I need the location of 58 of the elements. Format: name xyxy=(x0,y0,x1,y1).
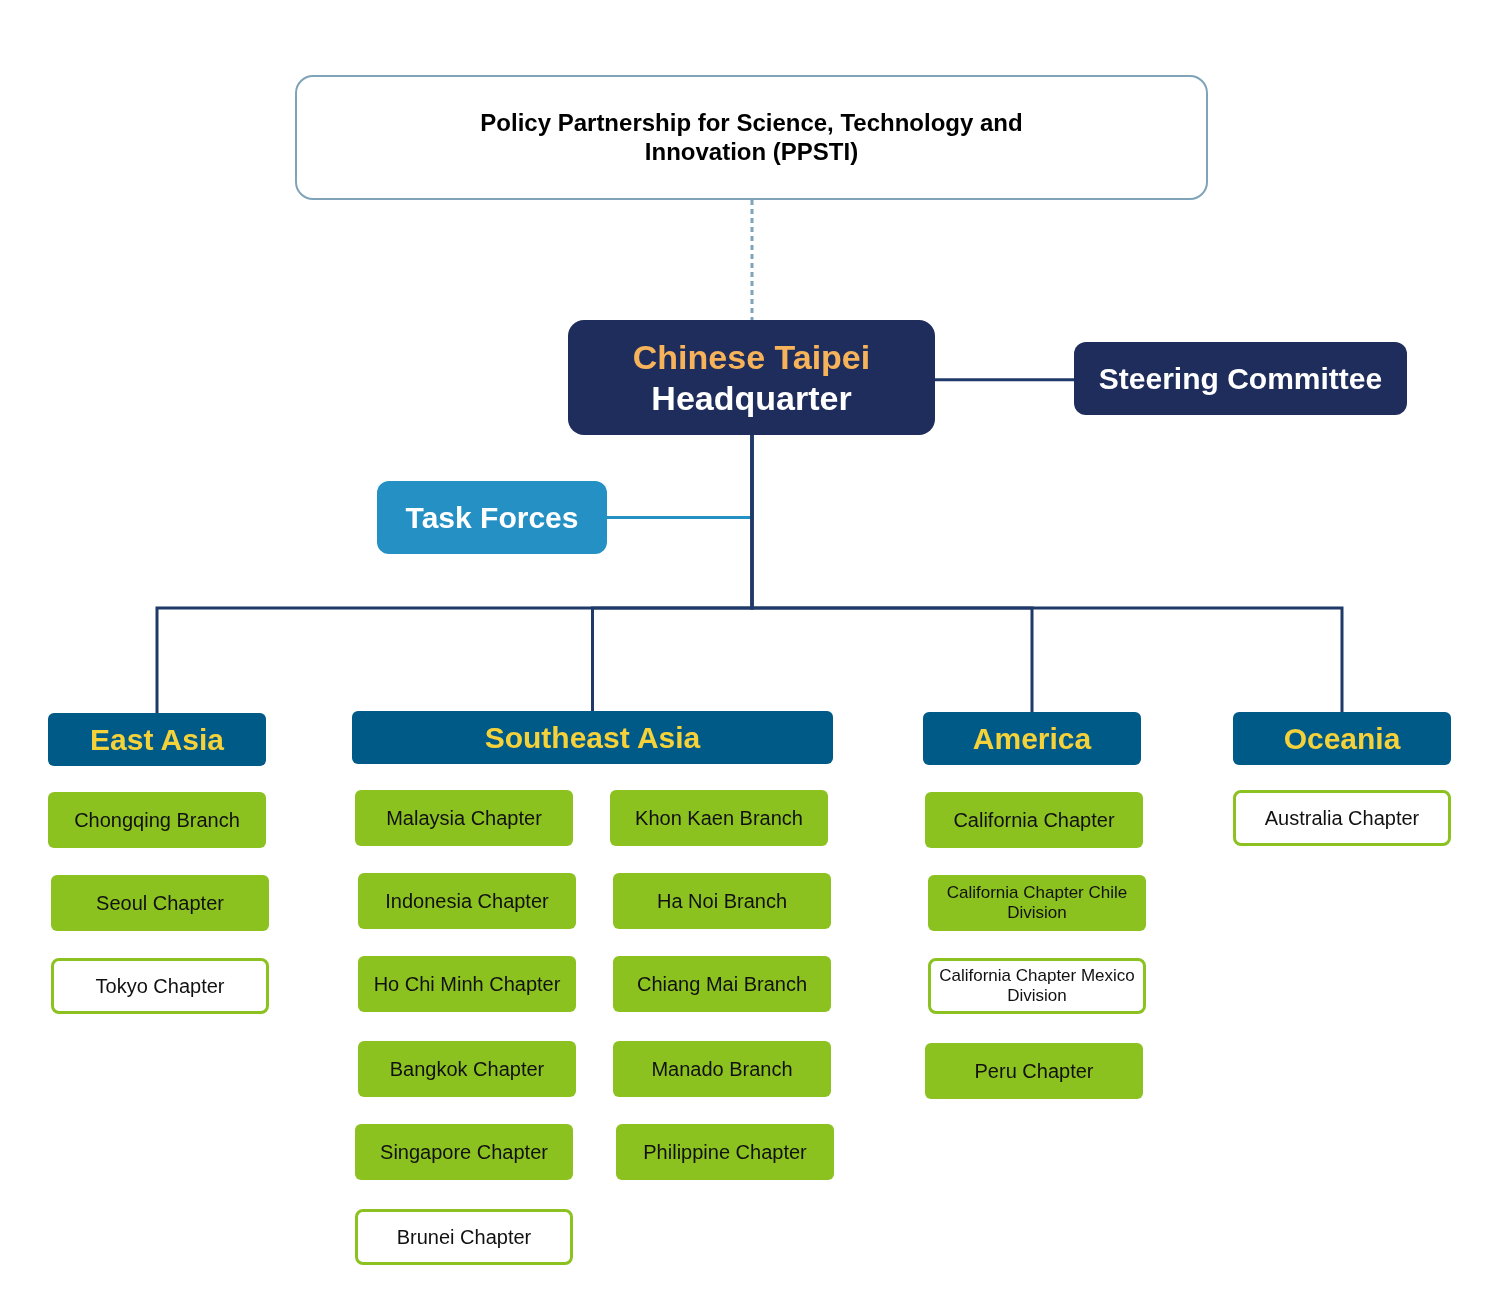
org-box xyxy=(613,1041,831,1097)
box-label: Chongqing Branch xyxy=(74,808,240,832)
box-label: Australia Chapter xyxy=(1264,806,1420,830)
box-label: Indonesia Chapter xyxy=(385,889,549,913)
box-label: Tokyo Chapter xyxy=(95,974,225,998)
region-header xyxy=(1233,712,1451,765)
org-box xyxy=(358,873,576,929)
org-box xyxy=(1074,342,1407,415)
connector-line xyxy=(750,200,754,320)
region-header xyxy=(352,711,833,764)
box-label: Task Forces xyxy=(405,499,579,536)
org-box xyxy=(925,792,1143,848)
org-box xyxy=(928,875,1146,931)
org-box xyxy=(613,873,831,929)
box-label: Peru Chapter xyxy=(974,1059,1094,1083)
title-box xyxy=(295,75,1208,200)
org-box xyxy=(610,790,828,846)
box-label: Ho Chi Minh Chapter xyxy=(373,972,561,996)
box-label: Singapore Chapter xyxy=(380,1140,548,1164)
box-label: Khon Kaen Branch xyxy=(635,806,803,830)
box-label: East Asia xyxy=(90,721,224,758)
org-box xyxy=(616,1124,834,1180)
org-box xyxy=(613,956,831,1012)
box-label: Brunei Chapter xyxy=(396,1225,532,1249)
org-box xyxy=(568,320,935,435)
box-label: Chinese Taipei xyxy=(632,336,871,378)
box-label: Ha Noi Branch xyxy=(656,889,788,913)
org-box xyxy=(1233,790,1451,846)
box-label: Manado Branch xyxy=(651,1057,793,1081)
org-box xyxy=(377,481,607,554)
box-label: Policy Partnership for Science, Technology and Innovation (PPSTI) xyxy=(479,108,1024,167)
box-label: Bangkok Chapter xyxy=(389,1057,545,1081)
org-box xyxy=(51,958,269,1014)
org-box xyxy=(51,875,269,931)
box-label: Chiang Mai Branch xyxy=(636,972,808,996)
org-box xyxy=(48,792,266,848)
org-box xyxy=(355,790,573,846)
box-label: Steering Committee xyxy=(1098,360,1383,397)
org-box xyxy=(358,1041,576,1097)
connector-line xyxy=(750,435,1344,712)
box-label: California Chapter Mexico Division xyxy=(939,965,1135,1007)
box-label: Oceania xyxy=(1283,720,1401,757)
box-label: Headquarter xyxy=(651,377,852,419)
connector-line xyxy=(935,378,1074,382)
box-label: Malaysia Chapter xyxy=(386,806,542,830)
org-box xyxy=(925,1043,1143,1099)
box-label: America xyxy=(972,720,1092,757)
org-box xyxy=(355,1209,573,1265)
box-label: California Chapter Chile Division xyxy=(945,882,1129,924)
box-label: Seoul Chapter xyxy=(96,891,224,915)
region-header xyxy=(48,713,266,766)
box-label: Southeast Asia xyxy=(484,719,701,756)
org-box xyxy=(358,956,576,1012)
region-header xyxy=(923,712,1141,765)
box-label: Philippine Chapter xyxy=(643,1140,807,1164)
org-box xyxy=(928,958,1146,1014)
org-box xyxy=(355,1124,573,1180)
box-label: California Chapter xyxy=(953,808,1115,832)
